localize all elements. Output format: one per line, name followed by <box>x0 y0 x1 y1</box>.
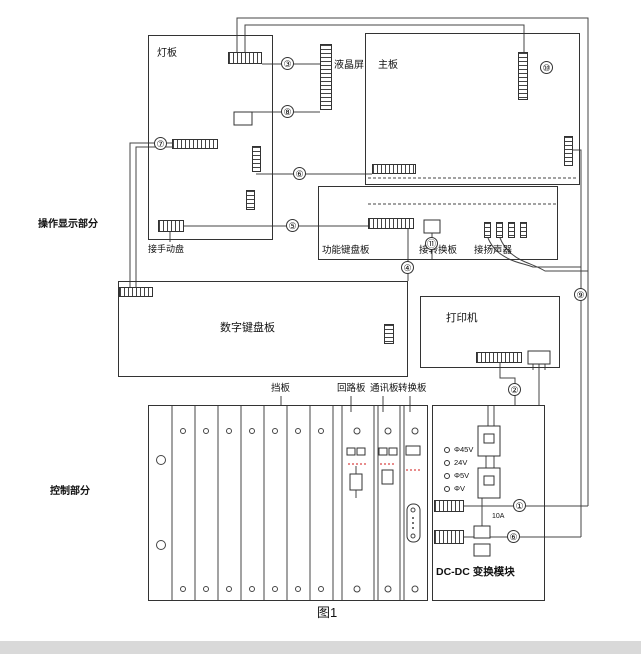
speaker-connector-3 <box>508 222 515 238</box>
lamp-long-connector <box>172 139 218 149</box>
callout-1: ① <box>513 499 526 512</box>
callout-4: ④ <box>401 261 414 274</box>
power-terminal-icon <box>444 485 450 492</box>
lamp-right-connector <box>252 146 261 172</box>
label-to-adapter: 接转换板 <box>419 245 458 256</box>
numpad-right-connector <box>384 324 394 344</box>
dcdc-connector-2 <box>434 530 464 544</box>
printer-connector <box>476 352 522 363</box>
label-to-speaker: 接扬声器 <box>474 245 513 256</box>
dcdc-box <box>432 405 545 601</box>
label-lcd: 液晶屏 <box>334 60 364 71</box>
printer-box <box>420 296 560 368</box>
control-chassis-box <box>148 405 428 601</box>
numpad-left-connector <box>119 287 153 297</box>
label-operation-display-section: 操作显示部分 <box>38 219 98 230</box>
label-main-board: 主板 <box>378 60 398 71</box>
page-bottom-strip <box>0 641 641 654</box>
power-label: 24V <box>454 458 468 467</box>
label-adapter-board: 转换板 <box>398 383 427 394</box>
db-connector-pins <box>355 466 416 539</box>
lcd-connector-strip <box>320 44 332 110</box>
label-control-section: 控制部分 <box>50 486 90 497</box>
power-label: Φ45V <box>454 445 474 454</box>
speaker-connector-2 <box>496 222 503 238</box>
speaker-connector-4 <box>520 222 527 238</box>
callout-9: ⑨ <box>574 288 587 301</box>
lamp-top-connector <box>228 52 262 64</box>
label-function-keyboard: 功能键盘板 <box>322 245 370 256</box>
label-lamp-board: 灯板 <box>157 48 177 59</box>
power-terminal-icon <box>444 459 450 466</box>
figure-caption: 图1 <box>317 605 338 620</box>
chassis-slats <box>171 405 405 601</box>
callout-8: ⑧ <box>281 105 294 118</box>
label-fuse-rating: 10A <box>492 513 505 520</box>
power-row-1: Φ45V <box>444 445 473 454</box>
speaker-connector-1 <box>484 222 491 238</box>
callout-6: ⑥ <box>293 167 306 180</box>
power-terminal-icon <box>444 472 450 479</box>
dcdc-connector-1 <box>434 500 464 512</box>
power-row-3: Φ5V <box>444 471 469 480</box>
main-board-box <box>365 33 580 185</box>
red-marks <box>348 463 420 471</box>
power-row-4: ΦV <box>444 484 465 493</box>
main-right-tall-connector <box>518 52 528 100</box>
label-manual-pad: 接手动盘 <box>148 244 185 254</box>
db-connector-dots <box>412 517 414 529</box>
callout-10: ⑩ <box>540 61 553 74</box>
dashed-edges <box>368 177 578 205</box>
label-comm-board: 通讯板 <box>370 383 399 394</box>
callout-11: ⑪ <box>425 237 438 250</box>
power-label: ΦV <box>454 484 465 493</box>
lamp-lower-connector <box>246 190 255 210</box>
cable-runs <box>129 17 589 538</box>
power-terminal-icon <box>444 446 450 453</box>
power-label: Φ5V <box>454 471 470 480</box>
label-numeric-keyboard: 数字键盘板 <box>220 322 275 334</box>
callout-3: ③ <box>281 57 294 70</box>
callout-5: ⑤ <box>286 219 299 232</box>
callout-2: ② <box>508 383 521 396</box>
main-edge-connector <box>564 136 573 166</box>
power-row-2: 24V <box>444 458 467 467</box>
board-details <box>233 111 551 557</box>
numeric-keyboard-box <box>118 281 408 377</box>
main-bottom-connector <box>372 164 416 174</box>
label-dcdc-module: DC-DC 变换模块 <box>436 566 515 578</box>
label-baffle: 挡板 <box>271 383 291 394</box>
callout-7: ⑦ <box>154 137 167 150</box>
label-printer: 打印机 <box>446 312 478 324</box>
label-loop-board: 回路板 <box>337 383 366 394</box>
lamp-board-box <box>148 35 273 240</box>
callout-6b: ⑥ <box>507 530 520 543</box>
function-board-connector <box>368 218 414 229</box>
lamp-bottom-connector <box>158 220 184 232</box>
function-keyboard-box <box>318 186 558 260</box>
